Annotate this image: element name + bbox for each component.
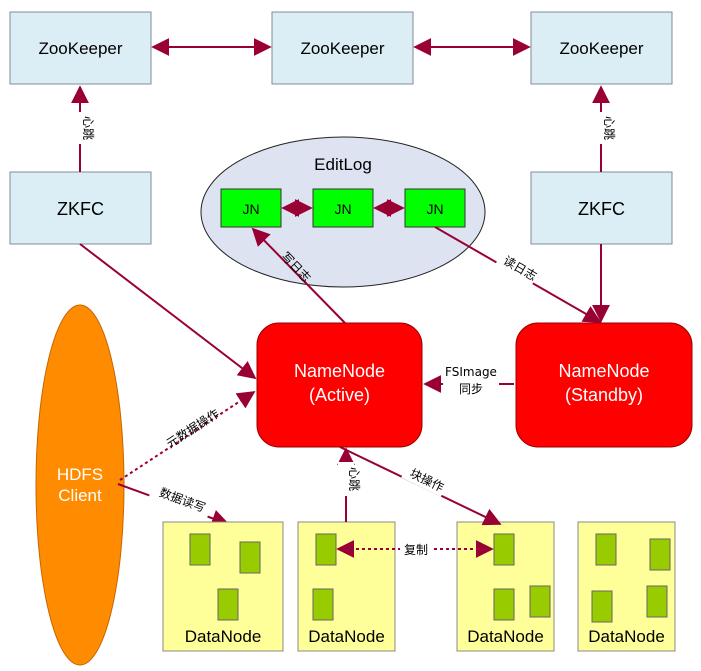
label-bg xyxy=(495,248,541,286)
label-bg xyxy=(593,112,609,144)
client-line1: HDFS xyxy=(57,465,103,484)
jn-label: JN xyxy=(334,201,351,217)
label-bg xyxy=(401,461,449,497)
namenode-active: NameNode (Active) xyxy=(256,322,423,448)
data-block xyxy=(649,538,671,571)
namenode-active-line2: (Active) xyxy=(309,385,370,405)
zkfc-to-active-arrow xyxy=(79,243,257,380)
data-block xyxy=(591,590,613,623)
data-block xyxy=(189,533,211,566)
heartbeat-label-left: 心跳 xyxy=(81,116,95,140)
namenode-active-line1: NameNode xyxy=(294,361,385,381)
block-ops-label: 块操作 xyxy=(407,465,446,494)
namenode-standby-line1: NameNode xyxy=(558,361,649,381)
heartbeat-label-right: 心跳 xyxy=(602,116,616,140)
label-bg xyxy=(148,479,214,519)
sync-label: 同步 xyxy=(459,382,483,396)
metadata-ops-label: 元数据操作 xyxy=(163,406,222,451)
jn-node-2: JN xyxy=(312,188,374,228)
jn-node-3: JN xyxy=(404,188,466,228)
zookeeper-label: ZooKeeper xyxy=(38,39,122,58)
data-block xyxy=(239,541,261,574)
label-bg xyxy=(400,540,432,558)
datanode-label: DataNode xyxy=(308,627,385,646)
datanode-2: DataNode xyxy=(297,521,396,652)
label-bg xyxy=(72,112,88,144)
data-block xyxy=(217,588,239,621)
datanode-1: DataNode xyxy=(162,521,284,652)
data-block xyxy=(493,588,515,621)
dn-heartbeat-label: 心跳 xyxy=(347,467,361,491)
hdfs-client: HDFS Client xyxy=(35,304,125,666)
zookeeper-label: ZooKeeper xyxy=(559,39,643,58)
zookeeper-node-3: ZooKeeper xyxy=(530,11,673,85)
fsimage-label: FSImage xyxy=(445,365,497,379)
jn-label: JN xyxy=(426,201,443,217)
data-rw-label: 数据读写 xyxy=(157,485,207,516)
zkfc-right: ZKFC xyxy=(530,171,673,245)
jn-node-1: JN xyxy=(220,188,282,228)
datanode-label: DataNode xyxy=(588,627,665,646)
replicate-label: 复制 xyxy=(404,543,428,557)
editlog-title: EditLog xyxy=(314,155,372,174)
data-block xyxy=(646,585,668,618)
zookeeper-node-2: ZooKeeper xyxy=(271,11,414,85)
zookeeper-label: ZooKeeper xyxy=(300,39,384,58)
client-line2: Client xyxy=(58,486,102,505)
namenode-standby-line2: (Standby) xyxy=(565,385,643,405)
label-bg xyxy=(443,362,499,398)
datanode-label: DataNode xyxy=(185,627,262,646)
data-block xyxy=(529,585,551,618)
jn-label: JN xyxy=(242,201,259,217)
metadata-ops-arrow xyxy=(119,391,256,481)
namenode-standby: NameNode (Standby) xyxy=(515,322,693,448)
zookeeper-node-1: ZooKeeper xyxy=(9,11,152,85)
zkfc-label: ZKFC xyxy=(578,199,625,219)
data-block xyxy=(315,533,337,566)
data-block xyxy=(493,533,515,566)
datanode-label: DataNode xyxy=(467,627,544,646)
data-block xyxy=(595,533,617,566)
label-bg xyxy=(338,462,354,496)
data-block xyxy=(312,588,334,621)
zkfc-label: ZKFC xyxy=(57,199,104,219)
datanode-4: DataNode xyxy=(577,521,676,652)
write-log-arrow xyxy=(251,227,346,324)
zkfc-left: ZKFC xyxy=(9,171,152,245)
datanode-3: DataNode xyxy=(456,521,555,652)
editlog-cluster: EditLog JN JN JN xyxy=(200,136,486,288)
